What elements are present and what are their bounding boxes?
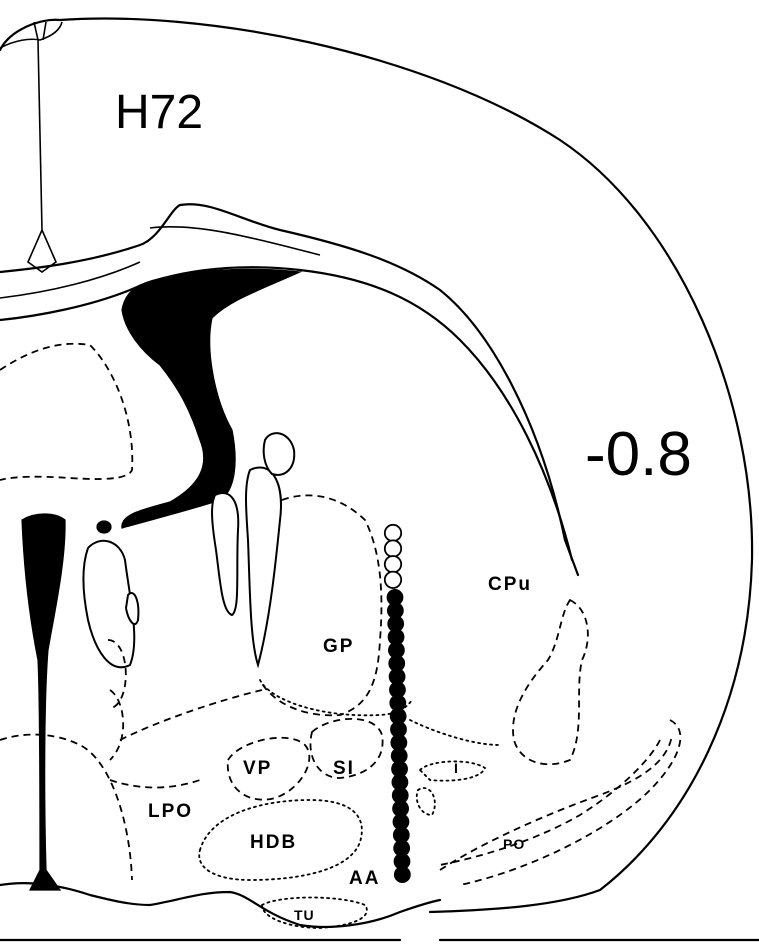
septum-outline: [0, 344, 132, 480]
fiber-bundle-2: [212, 493, 238, 615]
filled-site-marker: [394, 866, 411, 883]
open-site-marker: [385, 556, 401, 572]
region-label-po: PO: [503, 836, 525, 852]
open-recording-sites: [385, 525, 401, 588]
region-label-vp: VP: [243, 758, 272, 779]
ventral-contour: [0, 883, 440, 927]
region-label-lpo: LPO: [148, 801, 193, 822]
midline: [28, 22, 56, 272]
ac-dot: [97, 521, 111, 533]
corpus-callosum: [0, 204, 578, 575]
lpo-outline: [0, 640, 132, 880]
bnst-outline: [110, 690, 262, 788]
region-label-gp: GP: [323, 636, 354, 657]
section-id-label: H72: [115, 86, 203, 139]
open-site-marker: [385, 540, 401, 556]
islands-outline: [417, 761, 485, 815]
midline-top: [0, 22, 62, 48]
open-site-marker: [385, 525, 401, 541]
fiber-bundle-3: [246, 467, 281, 665]
region-label-i: I: [454, 760, 459, 776]
region-label-si: SI: [333, 758, 355, 779]
fiber-bundle-4: [264, 433, 295, 475]
region-label-hdb: HDB: [250, 832, 297, 853]
region-label-aa: AA: [349, 868, 380, 889]
third-ventricle: [22, 514, 65, 890]
claustrum-outline: [513, 600, 588, 764]
open-site-marker: [385, 572, 401, 588]
region-label-cpu: CPu: [488, 574, 532, 595]
pir-outline: [440, 720, 680, 885]
region-label-tu: TU: [294, 907, 315, 923]
acb-outline: [410, 720, 500, 745]
corpus-callosum-lower: [0, 267, 572, 560]
gp-lower-outline: [260, 680, 412, 715]
filled-recording-sites: [387, 589, 411, 883]
level-label: -0.8: [585, 420, 692, 489]
